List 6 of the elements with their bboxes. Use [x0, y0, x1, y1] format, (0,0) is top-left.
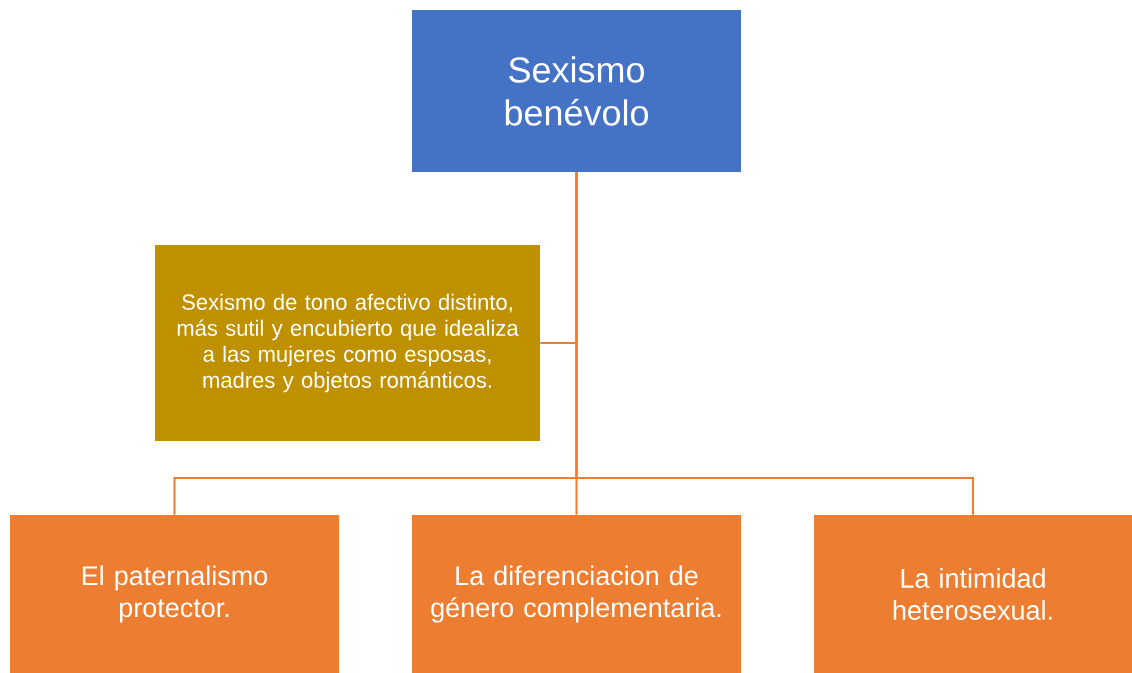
- connector-line: [575, 171, 974, 516]
- category-box: La intimidad heterosexual.: [814, 515, 1132, 673]
- category-box: El paternalismo protector.: [10, 515, 339, 673]
- description-box: Sexismo de tono afectivo distinto, más sutil y encubierto que idealiza a las mujeres como esposas, madres y objetos románticos.: [155, 245, 540, 441]
- title-box: Sexismo benévolo: [412, 10, 741, 172]
- category-box: La diferenciacion de género complementaria.: [412, 515, 741, 673]
